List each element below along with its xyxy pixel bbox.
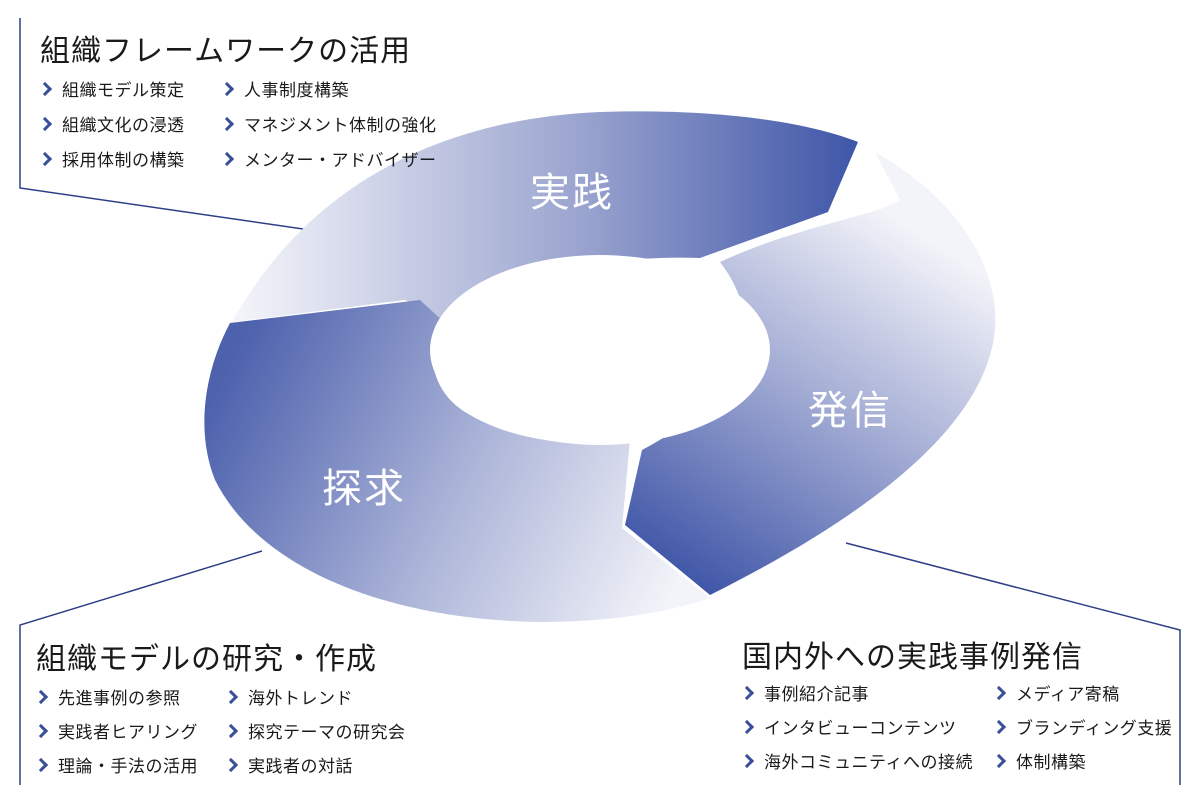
outreach-title: 国内外への実践事例発信 [742, 640, 1083, 675]
chevron-right-icon [33, 689, 49, 704]
chevron-right-icon [739, 719, 755, 734]
chevron-right-icon [219, 81, 235, 96]
inquiry-segment [204, 300, 711, 622]
framework-connector-line [19, 18, 311, 231]
practice-label: 実践 [530, 170, 614, 216]
list-item: メンター・アドバイザー [219, 146, 437, 171]
outreach-connector-line [845, 542, 1181, 785]
research-panel: 組織モデルの研究・作成 [36, 634, 377, 678]
chevron-right-icon [33, 757, 49, 772]
chevron-right-icon [739, 753, 755, 768]
list-item: 実践者の対話 [223, 752, 353, 777]
center-hole [430, 255, 770, 445]
list-item: 体制構築 [991, 748, 1086, 773]
list-item: 探究テーマの研究会 [223, 718, 406, 743]
chevron-right-icon [37, 116, 53, 131]
outreach-label: 発信 [808, 388, 892, 434]
list-item: メディア寄稿 [991, 680, 1120, 705]
list-item: マネジメント体制の強化 [219, 111, 437, 136]
chevron-right-icon [37, 151, 53, 166]
outreach-segment [625, 152, 996, 595]
list-item: ブランディング支援 [991, 714, 1172, 739]
chevron-right-icon [739, 685, 755, 700]
practice-segment [232, 111, 858, 323]
list-item: 理論・手法の活用 [33, 752, 198, 777]
outreach-panel: 国内外への実践事例発信 [742, 632, 1083, 676]
chevron-right-icon [991, 753, 1007, 768]
chevron-right-icon [219, 151, 235, 166]
research-connector-line [19, 550, 263, 785]
framework-panel: 組織フレームワークの活用 [40, 26, 411, 70]
research-title: 組織モデルの研究・作成 [36, 642, 377, 677]
list-item: インタビューコンテンツ [739, 714, 957, 739]
framework-title: 組織フレームワークの活用 [40, 34, 412, 69]
chevron-right-icon [219, 116, 235, 131]
list-item: 人事制度構築 [219, 76, 349, 101]
list-item: 事例紹介記事 [739, 680, 869, 705]
chevron-right-icon [991, 685, 1007, 700]
chevron-right-icon [223, 723, 239, 738]
chevron-right-icon [223, 689, 239, 704]
chevron-right-icon [37, 81, 53, 96]
list-item: 組織文化の浸透 [37, 111, 185, 136]
list-item: 先進事例の参照 [33, 684, 181, 709]
chevron-right-icon [991, 719, 1007, 734]
list-item: 採用体制の構築 [37, 146, 185, 171]
list-item: 海外コミュニティへの接続 [739, 748, 973, 773]
chevron-right-icon [223, 757, 239, 772]
chevron-right-icon [33, 723, 49, 738]
list-item: 実践者ヒアリング [33, 718, 198, 743]
list-item: 海外トレンド [223, 684, 353, 709]
list-item: 組織モデル策定 [37, 76, 185, 101]
inquiry-label: 探求 [322, 466, 406, 512]
